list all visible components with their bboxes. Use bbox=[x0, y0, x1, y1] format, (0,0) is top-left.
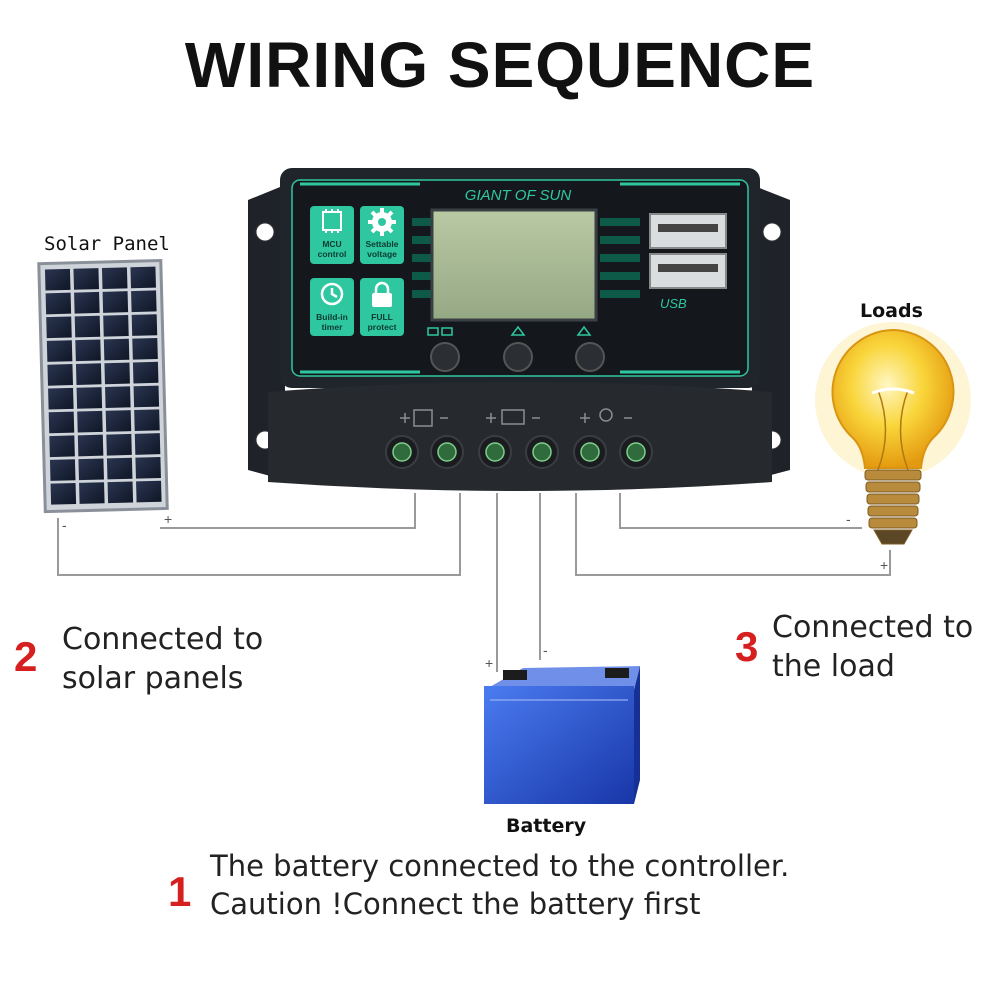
solar-cell bbox=[76, 387, 103, 409]
solar-minus-sign: - bbox=[62, 517, 67, 533]
solar-panel-label: Solar Panel bbox=[44, 233, 170, 255]
solar-cell bbox=[77, 410, 103, 433]
solar-cell bbox=[132, 338, 158, 360]
feature-voltage-line2: voltage bbox=[367, 249, 397, 259]
lcd-screen bbox=[430, 208, 598, 322]
solar-cell bbox=[106, 457, 133, 480]
solar-cell bbox=[105, 410, 132, 432]
terminal-screw-head bbox=[485, 442, 505, 462]
load-minus-sign: - bbox=[846, 511, 851, 527]
lock-icon bbox=[372, 281, 392, 307]
solar-cell bbox=[48, 411, 75, 434]
solar-cell bbox=[74, 315, 101, 338]
terminal-screw-head bbox=[392, 442, 412, 462]
load-plus-sign: + bbox=[880, 557, 888, 573]
page-title: WIRING SEQUENCE bbox=[184, 29, 816, 101]
solar-panel bbox=[37, 258, 169, 514]
solar-cell bbox=[134, 433, 161, 455]
solar-cell bbox=[79, 482, 105, 504]
solar-cell bbox=[44, 268, 71, 291]
solar-cell bbox=[131, 290, 157, 313]
battery-minus-sign: - bbox=[543, 642, 548, 658]
usb-label: USB bbox=[660, 296, 687, 311]
solar-cell bbox=[134, 409, 160, 432]
feature-protect-line2: protect bbox=[368, 322, 397, 332]
mcu-chip-icon bbox=[322, 209, 342, 233]
solar-cell bbox=[75, 339, 101, 362]
step-2-line2: solar panels bbox=[62, 661, 244, 696]
usb-ports: USB bbox=[649, 213, 727, 311]
feature-mcu-line1: MCU bbox=[322, 239, 341, 249]
solar-cell bbox=[132, 361, 159, 384]
solar-cell bbox=[130, 266, 156, 289]
solar-cell bbox=[46, 316, 72, 339]
clock-icon bbox=[320, 282, 344, 306]
solar-cell bbox=[48, 387, 74, 410]
light-bulb bbox=[815, 322, 971, 545]
wire-solar-negative bbox=[57, 493, 461, 576]
solar-cell bbox=[136, 480, 162, 503]
solar-cell bbox=[75, 363, 102, 385]
solar-cell bbox=[103, 338, 130, 361]
solar-cell bbox=[102, 291, 129, 313]
solar-cell bbox=[101, 267, 128, 290]
solar-cell bbox=[49, 435, 75, 458]
solar-cell bbox=[45, 292, 72, 315]
battery-label: Battery bbox=[506, 815, 587, 837]
brand-label: GIANT OF SUN bbox=[465, 187, 572, 204]
solar-cell bbox=[105, 386, 131, 408]
step-1-number: 1 bbox=[168, 868, 192, 915]
step-1-text: The battery connected to the controller.… bbox=[210, 848, 789, 923]
charge-controller: MCU control Settable voltage Build-in ti… bbox=[248, 168, 790, 491]
step-3-line1: Connected to bbox=[772, 610, 974, 645]
terminal-screw-head bbox=[437, 442, 457, 462]
solar-cell bbox=[73, 268, 99, 290]
solar-cell bbox=[103, 314, 129, 337]
wires bbox=[57, 493, 891, 672]
feature-tiles: MCU control Settable voltage Build-in ti… bbox=[310, 206, 404, 336]
solar-cell bbox=[78, 458, 104, 481]
solar-cell bbox=[49, 459, 76, 481]
solar-cell bbox=[131, 314, 158, 336]
step-3-number: 3 bbox=[735, 623, 759, 670]
solar-cell bbox=[106, 433, 132, 456]
step-3-line2: the load bbox=[772, 649, 895, 684]
solar-cell bbox=[46, 340, 73, 362]
step-2-number: 2 bbox=[14, 633, 38, 680]
step-3-text: Connected to the load bbox=[772, 608, 973, 686]
solar-cell bbox=[77, 434, 104, 457]
loads-label: Loads bbox=[860, 300, 923, 322]
wire-load-positive bbox=[575, 493, 891, 576]
feature-mcu-line2: control bbox=[318, 249, 347, 259]
solar-cell bbox=[135, 456, 161, 479]
solar-cell bbox=[47, 364, 73, 386]
feature-voltage-line1: Settable bbox=[365, 239, 398, 249]
feature-timer-line1: Build-in bbox=[316, 312, 348, 322]
solar-cell bbox=[104, 362, 130, 385]
gear-icon bbox=[368, 208, 396, 236]
solar-cell bbox=[107, 481, 134, 504]
terminal-screw-head bbox=[580, 442, 600, 462]
terminal-screw-head bbox=[626, 442, 646, 462]
step-1-line1: The battery connected to the controller. bbox=[210, 849, 790, 883]
solar-cell bbox=[74, 291, 100, 314]
solar-cell bbox=[50, 483, 77, 505]
terminal-screw-head bbox=[532, 442, 552, 462]
battery bbox=[484, 666, 640, 804]
wire-solar-positive bbox=[160, 493, 416, 529]
battery-plus-sign: + bbox=[485, 655, 493, 671]
wire-load-negative bbox=[619, 493, 862, 529]
control-buttons bbox=[430, 342, 605, 372]
step-1-line2: Caution !Connect the battery first bbox=[210, 886, 701, 921]
solar-cell bbox=[133, 385, 160, 408]
step-2-line1: Connected to bbox=[62, 622, 264, 657]
step-2-text: Connected to solar panels bbox=[62, 620, 263, 698]
terminal-screws bbox=[385, 435, 653, 469]
feature-timer-line2: timer bbox=[322, 322, 343, 332]
feature-protect-line1: FULL bbox=[371, 312, 393, 322]
solar-plus-sign: + bbox=[164, 511, 172, 527]
